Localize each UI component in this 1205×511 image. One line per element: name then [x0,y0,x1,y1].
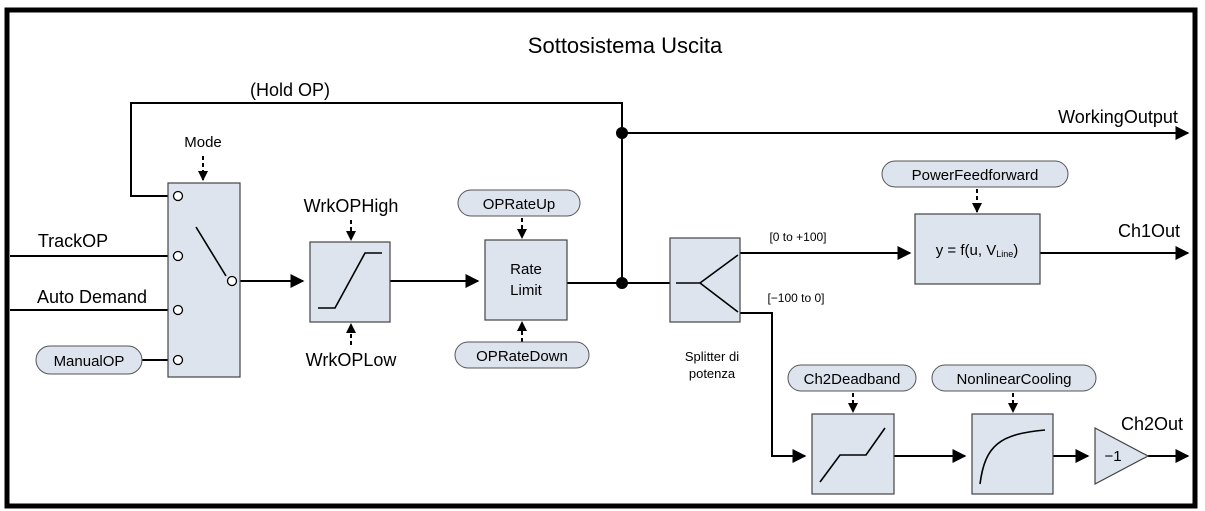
splitter-label-line2: potenza [689,366,736,381]
deadband-block [811,413,895,495]
range-positive-label: [0 to +100] [769,230,826,244]
track-op-label: TrackOP [38,231,108,251]
op-rate-up-pill [457,189,581,217]
rate-limit-line2: Limit [510,282,543,299]
wrk-op-high-label: WrkOPHigh [304,196,399,216]
ch1-function-block [914,213,1041,285]
splitter-ch2-wire [740,312,807,463]
auto-demand-label: Auto Demand [37,287,147,307]
wrk-op-low-label: WrkOPLow [306,350,398,370]
saturation-icon [318,252,382,309]
ch1-out-label: Ch1Out [1118,221,1180,241]
nonlinear-cooling-label: NonlinearCooling [956,371,1071,388]
switch-icon [172,190,238,366]
splitter-icon [676,254,739,313]
ch2-out-label: Ch2Out [1121,414,1183,434]
power-feedforward-label: PowerFeedforward [912,167,1039,184]
nonlinear-cooling-pill [931,364,1097,392]
gain-triangle-block [1094,427,1150,485]
diagram-title: Sottosistema Uscita [528,33,723,58]
hold-op-label: (Hold OP) [250,80,330,100]
nonlinear-block [971,413,1054,495]
rate-limit-block [484,239,568,321]
op-rate-down-pill [454,341,590,369]
hold-op-feedback-wire [130,102,623,283]
manual-op-label: ManualOP [54,353,125,370]
nonlinear-curve-icon [979,429,1046,485]
gain-label: −1 [1104,448,1121,465]
deadband-icon [819,427,886,483]
range-negative-label: [−100 to 0] [767,291,824,305]
junction-dot-lower [616,277,628,289]
splitter-label-line1: Splitter di [685,349,739,364]
ch2-deadband-label: Ch2Deadband [804,371,901,388]
ch1-function-formula: y = f(u, VLine) [936,242,1018,259]
subsystem-frame [4,7,1198,509]
mode-label: Mode [184,134,222,151]
ch2-deadband-pill [787,364,917,392]
op-rate-up-label: OPRateUp [483,196,556,213]
power-feedforward-pill [881,160,1069,188]
junction-dot-upper [616,127,628,139]
op-rate-down-label: OPRateDown [476,348,568,365]
manual-op-pill [35,345,143,375]
rate-limit-line1: Rate [510,261,542,278]
working-output-label: WorkingOutput [1058,107,1178,127]
